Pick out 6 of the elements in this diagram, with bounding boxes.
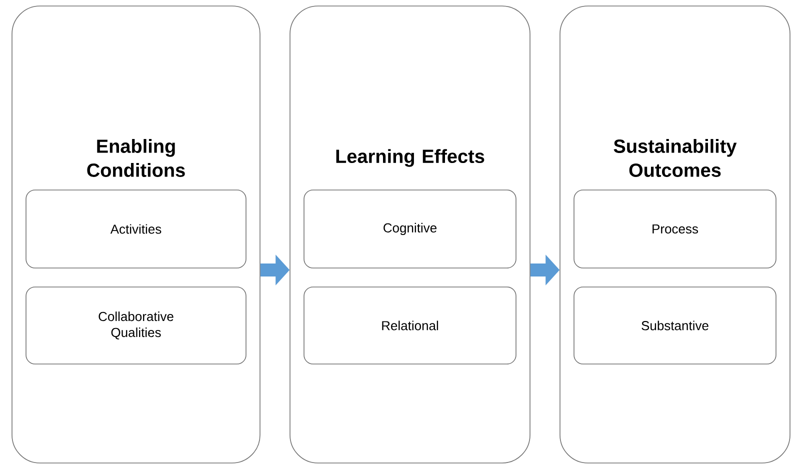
item-box: Activities xyxy=(26,190,246,268)
item-box: Cognitive xyxy=(304,190,516,268)
item-box: Substantive xyxy=(574,286,776,364)
item-box: Relational xyxy=(304,286,516,364)
item-box: Process xyxy=(574,190,776,268)
item-box: Collaborative Qualities xyxy=(26,286,246,364)
